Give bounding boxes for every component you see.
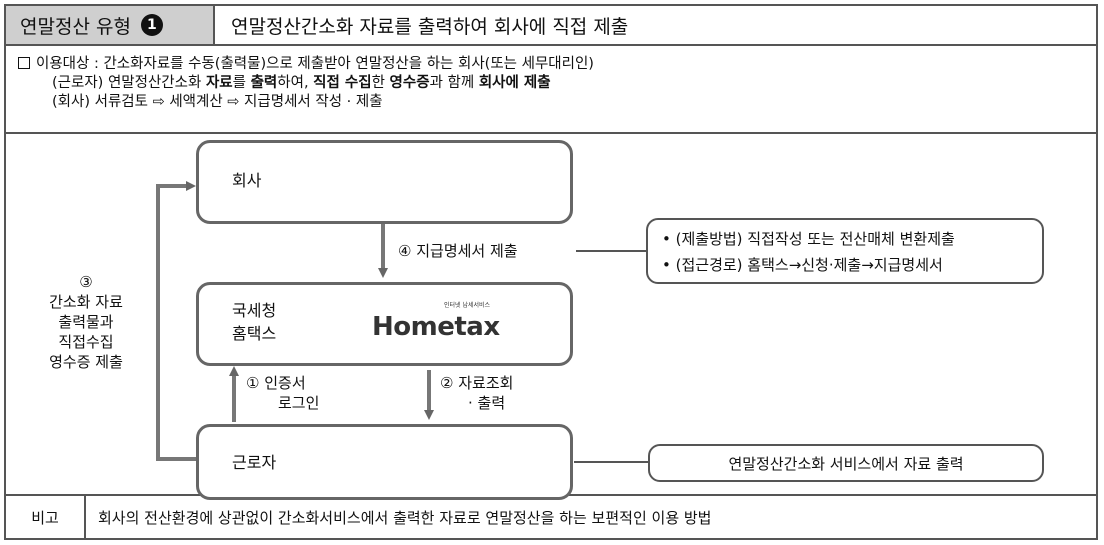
step2-label-2: · 출력: [468, 394, 506, 412]
hometax-logo: Hometax: [372, 312, 500, 342]
target-text: 이용대상 : 간소화자료를 수동(출력물)으로 제출받아 연말정산을 하는 회사…: [36, 56, 594, 72]
worker-text: 하여,: [277, 75, 314, 91]
nts-label-2: 홈택스: [232, 324, 277, 343]
hometax-logo-small: 인터넷 납세서비스: [444, 302, 491, 309]
nts-box: [196, 282, 573, 366]
step3-label: ③ 간소화 자료 출력물과 직접수집 영수증 제출: [26, 272, 146, 372]
company-box: [196, 140, 573, 224]
footer-label: 비고: [6, 496, 86, 538]
worker-bold: 출력: [250, 75, 278, 91]
process-diagram: 회사 국세청 홈택스 인터넷 납세서비스 Hometax 근로자 ④ 지급명세서…: [6, 134, 1096, 500]
footer-text: 회사의 전산환경에 상관없이 간소화서비스에서 출력한 자료로 연말정산을 하는…: [98, 508, 712, 527]
worker-label: 근로자: [232, 453, 277, 472]
header-row: 연말정산 유형 1 연말정산간소화 자료를 출력하여 회사에 직접 제출: [6, 6, 1096, 46]
worker-note-box: 연말정산간소화 서비스에서 자료 출력: [648, 444, 1044, 482]
step3-line: 간소화 자료: [49, 293, 123, 311]
step3-line: 출력물과: [58, 313, 114, 331]
step4-label: ④ 지급명세서 제출: [398, 242, 518, 260]
header-title: 연말정산간소화 자료를 출력하여 회사에 직접 제출: [231, 15, 629, 38]
checkbox-icon: [18, 57, 30, 69]
type-number-badge: 1: [140, 14, 163, 36]
infographic-frame: 연말정산 유형 1 연말정산간소화 자료를 출력하여 회사에 직접 제출 이용대…: [4, 4, 1098, 540]
step2-label-1: ② 자료조회: [440, 374, 514, 392]
description-section: 이용대상 : 간소화자료를 수동(출력물)으로 제출받아 연말정산을 하는 회사…: [6, 46, 1096, 134]
company-label: 회사: [232, 171, 262, 190]
company-line: (회사) 서류검토 ⇨ 세액계산 ⇨ 지급명세서 작성 · 제출: [52, 94, 383, 110]
worker-text: 를: [232, 75, 251, 91]
worker-bold: 영수증: [389, 75, 430, 91]
step3-line: 직접수집: [58, 333, 114, 351]
worker-text: 한: [371, 75, 390, 91]
nts-label-1: 국세청: [232, 301, 277, 320]
arrow-step3: [156, 181, 196, 461]
worker-bold: 직접 수집: [313, 75, 372, 91]
step1-label-2: 로그인: [278, 394, 320, 412]
step3-line: 영수증 제출: [49, 353, 123, 371]
worker-text: 과 함께: [429, 75, 479, 91]
type-cell: 연말정산 유형 1: [6, 6, 215, 44]
worker-text: (근로자) 연말정산간소화: [52, 75, 206, 91]
type-label: 연말정산 유형: [20, 15, 131, 38]
worker-bold: 자료: [205, 75, 233, 91]
worker-box: [196, 424, 573, 500]
footer-row: 비고 회사의 전산환경에 상관없이 간소화서비스에서 출력한 자료로 연말정산을…: [6, 496, 1096, 538]
worker-line: (근로자) 연말정산간소화 자료를 출력하여, 직접 수집한 영수증과 함께 회…: [52, 74, 551, 93]
submit-method-text: • (제출방법) 직접작성 또는 전산매체 변환제출: [662, 230, 955, 248]
access-path-text: • (접근경로) 홈택스→신청·제출→지급명세서: [662, 256, 943, 274]
worker-bold: 회사에 제출: [478, 75, 551, 91]
submit-info-box: • (제출방법) 직접작성 또는 전산매체 변환제출 • (접근경로) 홈택스→…: [646, 218, 1044, 284]
step3-number: ③: [79, 273, 93, 291]
worker-note-text: 연말정산간소화 서비스에서 자료 출력: [728, 454, 964, 473]
target-line: 이용대상 : 간소화자료를 수동(출력물)으로 제출받아 연말정산을 하는 회사…: [18, 55, 594, 74]
step1-label-1: ① 인증서: [246, 374, 306, 392]
